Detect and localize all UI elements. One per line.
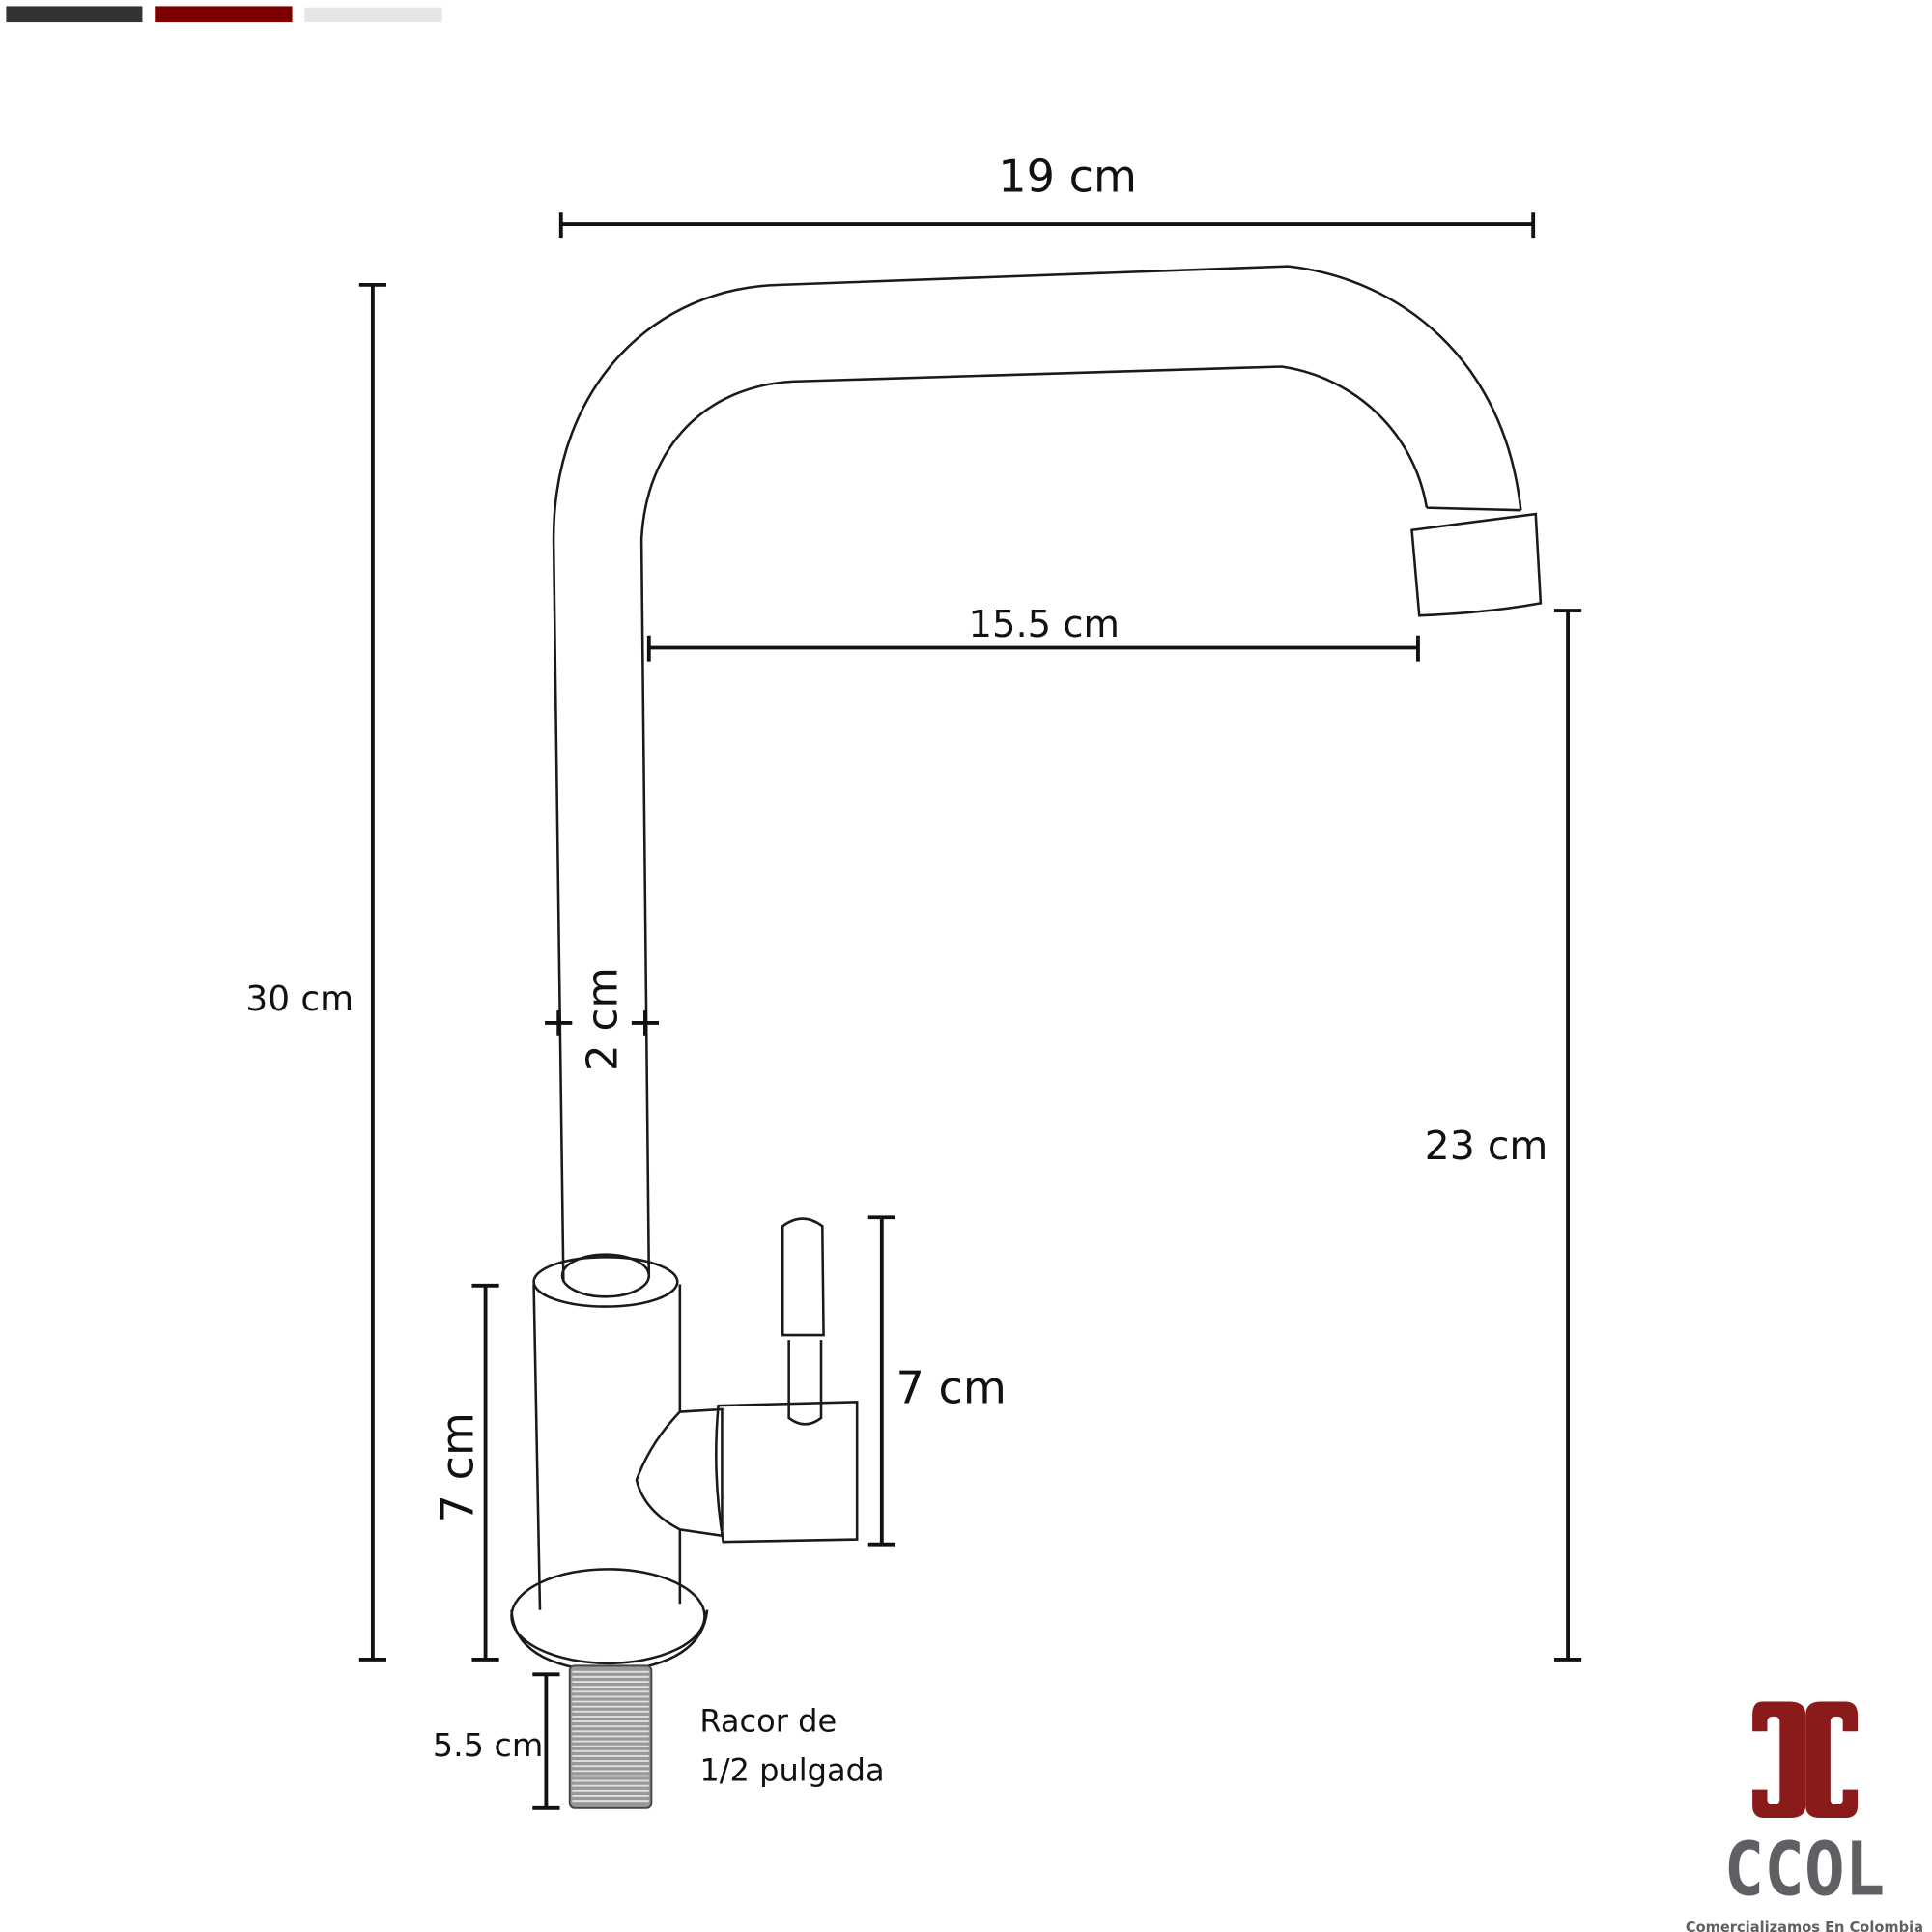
header-bar-light (304, 7, 442, 23)
header-bar-dark (6, 6, 143, 23)
width-label: 19 cm (998, 151, 1137, 203)
pipe-diameter-label: 2 cm (579, 967, 627, 1071)
thread-length-label: 5.5 cm (433, 1726, 543, 1764)
logo-name: CCOL (1724, 1828, 1886, 1914)
body-height-label: 7 cm (432, 1412, 484, 1522)
thread-connector (568, 1664, 653, 1809)
connector-note-line1: Racor de (699, 1702, 837, 1739)
logo-tagline: Comercializamos En Colombia (1686, 1918, 1923, 1932)
faucet-drawing (510, 265, 1543, 1809)
spout-height-label: 23 cm (1425, 1122, 1548, 1169)
handle-height-label: 7 cm (895, 1362, 1006, 1414)
ccol-logo: CCOL Comercializamos En Colombia (1686, 1701, 1923, 1932)
header-bar-red (155, 6, 293, 23)
reach-label: 15.5 cm (969, 603, 1120, 646)
connector-note-line2: 1/2 pulgada (699, 1752, 884, 1789)
dimension-lines (358, 212, 1582, 1810)
height-label: 30 cm (245, 980, 354, 1019)
